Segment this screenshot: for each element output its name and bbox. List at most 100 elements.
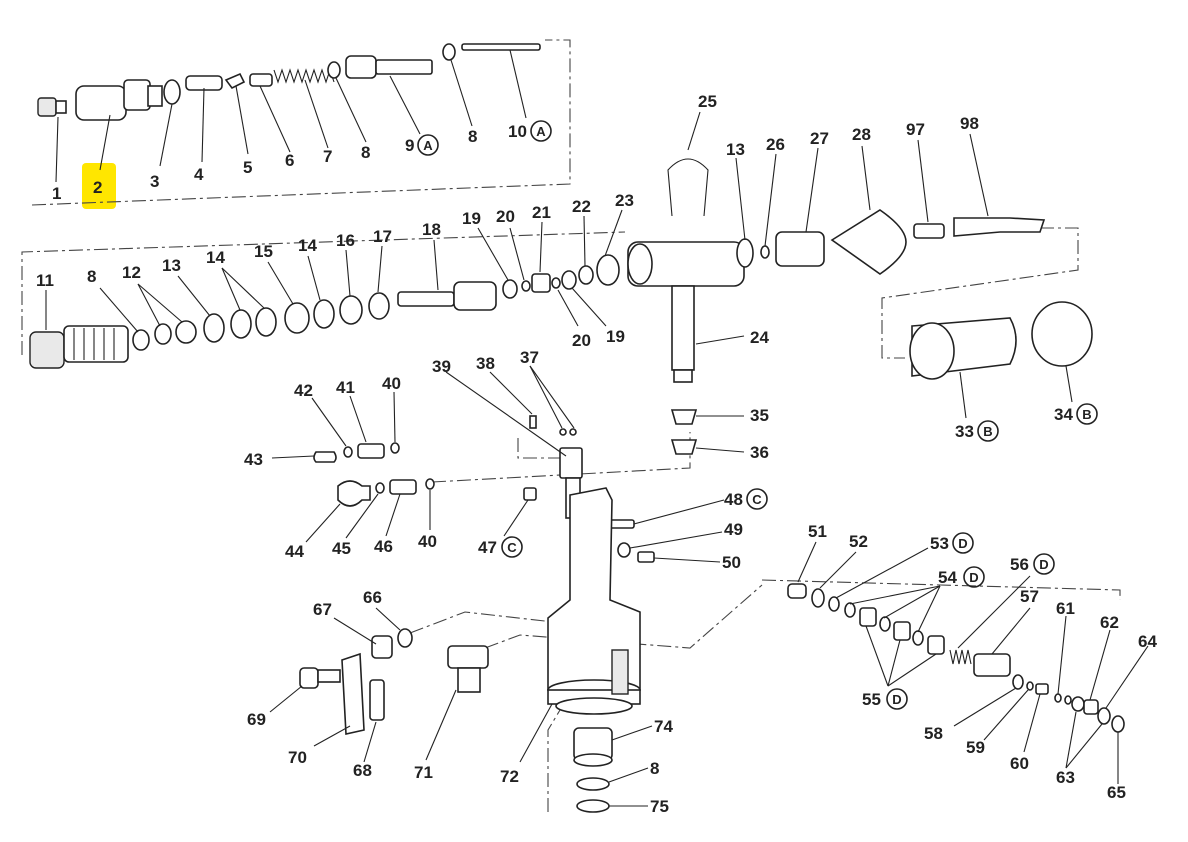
part-60-plug[interactable] — [1035, 683, 1049, 695]
part-58-o-ring[interactable] — [1012, 674, 1024, 690]
part-68-filter[interactable] — [369, 679, 385, 721]
label-71[interactable]: 71 — [414, 763, 433, 782]
part-17-ring[interactable] — [368, 292, 390, 320]
label-64[interactable]: 64 — [1138, 632, 1157, 651]
part-13-o-ring-b[interactable] — [736, 238, 754, 268]
part-18-piston[interactable] — [397, 281, 497, 311]
label-45[interactable]: 45 — [332, 539, 351, 558]
label-26[interactable]: 26 — [766, 135, 785, 154]
part-45-ring[interactable] — [375, 482, 385, 494]
part-65-ring[interactable] — [1111, 715, 1125, 733]
part-98-deflector[interactable] — [953, 217, 1046, 237]
part-16-bushing[interactable] — [339, 295, 363, 325]
part-33-sleeve[interactable] — [909, 317, 1017, 380]
label-40[interactable]: 40 — [382, 374, 401, 393]
part-9-piston-rod[interactable] — [345, 55, 433, 79]
part-14-o-ring-c[interactable] — [313, 299, 335, 329]
label-17[interactable]: 17 — [373, 227, 392, 246]
label-57[interactable]: 57 — [1020, 587, 1039, 606]
part-66-ring[interactable] — [397, 628, 413, 648]
part-27-fitting[interactable] — [775, 231, 825, 267]
label-66[interactable]: 66 — [363, 588, 382, 607]
label-48[interactable]: 48 — [724, 490, 743, 509]
part-36-seal[interactable] — [670, 439, 698, 455]
part-56-spring[interactable] — [949, 649, 972, 665]
label-10[interactable]: 10 — [508, 122, 527, 141]
part-8-o-ring-c[interactable] — [132, 329, 150, 351]
label-59[interactable]: 59 — [966, 738, 985, 757]
part-53-o-ring[interactable] — [828, 596, 840, 612]
label-28[interactable]: 28 — [852, 125, 871, 144]
label-52[interactable]: 52 — [849, 532, 868, 551]
part-21-nut[interactable] — [531, 273, 551, 293]
part-59-ring[interactable] — [1026, 681, 1034, 691]
label-51[interactable]: 51 — [808, 522, 827, 541]
part-15-washer[interactable] — [284, 302, 310, 334]
part-11-head[interactable] — [29, 325, 129, 369]
part-19-o-ring[interactable] — [502, 279, 518, 299]
label-72[interactable]: 72 — [500, 767, 519, 786]
part-8-o-ring-d[interactable] — [576, 777, 610, 791]
label-36[interactable]: 36 — [750, 443, 769, 462]
label-60[interactable]: 60 — [1010, 754, 1029, 773]
part-44-button[interactable] — [337, 480, 371, 507]
part-97-fitting[interactable] — [913, 223, 945, 239]
part-38-pin[interactable] — [529, 415, 537, 429]
label-25[interactable]: 25 — [698, 92, 717, 111]
part-1-nut[interactable] — [37, 97, 67, 117]
label-2[interactable]: 2 — [93, 178, 102, 197]
part-67-elbow[interactable] — [371, 635, 393, 659]
part-6-jaw-pusher[interactable] — [249, 73, 273, 87]
part-52-washer[interactable] — [811, 588, 825, 608]
part-55-seal-b[interactable] — [893, 621, 911, 641]
label-18[interactable]: 18 — [422, 220, 441, 239]
part-54-o-ring-b[interactable] — [912, 630, 924, 646]
part-2-nose-housing[interactable] — [75, 79, 163, 121]
label-8[interactable]: 8 — [361, 143, 370, 162]
label-20b[interactable]: 20 — [572, 331, 591, 350]
part-13-o-ring[interactable] — [203, 313, 225, 343]
label-19[interactable]: 19 — [462, 209, 481, 228]
label-3[interactable]: 3 — [150, 172, 159, 191]
label-74[interactable]: 74 — [654, 717, 673, 736]
label-23[interactable]: 23 — [615, 191, 634, 210]
part-37-ball-b[interactable] — [569, 428, 577, 436]
label-7[interactable]: 7 — [323, 147, 332, 166]
part-75-o-ring[interactable] — [576, 799, 610, 813]
label-61[interactable]: 61 — [1056, 599, 1075, 618]
part-54-o-ring[interactable] — [879, 616, 891, 632]
part-34-cap[interactable] — [1031, 301, 1093, 367]
label-9[interactable]: 9 — [405, 136, 414, 155]
part-74-nut[interactable] — [573, 727, 613, 767]
label-69[interactable]: 69 — [247, 710, 266, 729]
label-16[interactable]: 16 — [336, 231, 355, 250]
label-21[interactable]: 21 — [532, 203, 551, 222]
label-22[interactable]: 22 — [572, 197, 591, 216]
label-43[interactable]: 43 — [244, 450, 263, 469]
part-37-ball[interactable] — [559, 428, 567, 436]
label-1[interactable]: 1 — [52, 184, 61, 203]
part-14-o-ring-b[interactable] — [255, 307, 277, 337]
part-57-valve[interactable] — [973, 653, 1011, 677]
label-63[interactable]: 63 — [1056, 768, 1075, 787]
part-20-ring[interactable] — [521, 280, 531, 292]
label-40b[interactable]: 40 — [418, 532, 437, 551]
part-61-ring[interactable] — [1054, 693, 1062, 703]
label-46[interactable]: 46 — [374, 537, 393, 556]
label-68[interactable]: 68 — [353, 761, 372, 780]
part-55-seal-c[interactable] — [927, 635, 945, 655]
part-5-jaws[interactable] — [224, 72, 246, 90]
label-6[interactable]: 6 — [285, 151, 294, 170]
part-40-o-ring[interactable] — [390, 442, 400, 454]
label-67[interactable]: 67 — [313, 600, 332, 619]
label-55[interactable]: 55 — [862, 690, 881, 709]
label-54[interactable]: 54 — [938, 568, 957, 587]
part-42-ring[interactable] — [343, 446, 353, 458]
label-42[interactable]: 42 — [294, 381, 313, 400]
label-11[interactable]: 11 — [36, 271, 54, 290]
part-63-washer-b[interactable] — [1097, 707, 1111, 725]
label-15[interactable]: 15 — [254, 242, 273, 261]
part-69-screw[interactable] — [299, 667, 341, 689]
part-53-o-ring-b[interactable] — [844, 602, 856, 618]
part-10-rod[interactable] — [461, 43, 541, 51]
